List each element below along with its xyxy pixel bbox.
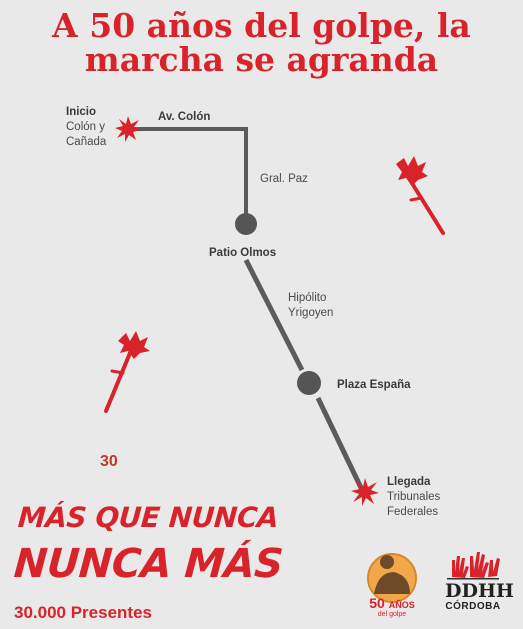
street3-line2: Yrigoyen	[288, 307, 334, 319]
route-line-segment-1	[128, 127, 248, 223]
street-gral-paz: Gral. Paz	[260, 173, 308, 185]
start-label: Inicio Colón y Cañada	[66, 105, 106, 150]
stop-patio-olmos: Patio Olmos	[209, 247, 277, 259]
page-title-line2: marcha se agranda	[84, 40, 439, 79]
route-line-segment-2	[243, 258, 305, 372]
stop-marker-patio-olmos	[235, 213, 257, 235]
street-av-colon: Av. Colón	[158, 111, 211, 123]
route-line-segment-3	[315, 396, 366, 494]
anniversary-logo	[367, 553, 417, 603]
end-sub2: Federales	[387, 506, 439, 518]
anniversary-number: 50	[369, 595, 385, 611]
start-sub2: Cañada	[66, 136, 107, 148]
start-star-icon	[115, 116, 141, 142]
start-title: Inicio	[66, 106, 97, 118]
end-sub1: Tribunales	[387, 491, 441, 503]
carnation-icon	[396, 156, 445, 235]
street3-line1: Hipólito	[288, 292, 327, 304]
carnation-icon	[104, 331, 150, 413]
slogan-line1: MÁS QUE NUNCA	[16, 501, 280, 534]
slogan-line2: NUNCA MÁS	[12, 541, 285, 587]
start-sub1: Colón y	[66, 121, 105, 133]
street-hipolito-yrigoyen: Hipólito Yrigoyen	[288, 291, 333, 321]
end-star-icon	[351, 478, 379, 506]
end-title: Llegada	[387, 476, 431, 488]
anniversary-word: AÑOS	[388, 600, 415, 610]
end-label: Llegada Tribunales Federales	[387, 475, 440, 520]
page-title-line1: A 50 años del golpe, la	[52, 6, 471, 45]
slogan-line3: 30.000 Presentes	[14, 603, 152, 622]
stop-marker-plaza-espana	[297, 371, 321, 395]
ddhh-hands-icon	[447, 552, 500, 580]
ddhh-logo-title: DDHH	[445, 580, 514, 602]
stop-plaza-espana: Plaza España	[337, 379, 411, 391]
anniversary-sub: del golpe	[377, 611, 407, 618]
ddhh-logo-sub: CÓRDOBA	[445, 601, 501, 612]
anniversary-logo-text: 50 AÑOS	[366, 596, 418, 612]
badge-number: 30	[100, 453, 118, 470]
